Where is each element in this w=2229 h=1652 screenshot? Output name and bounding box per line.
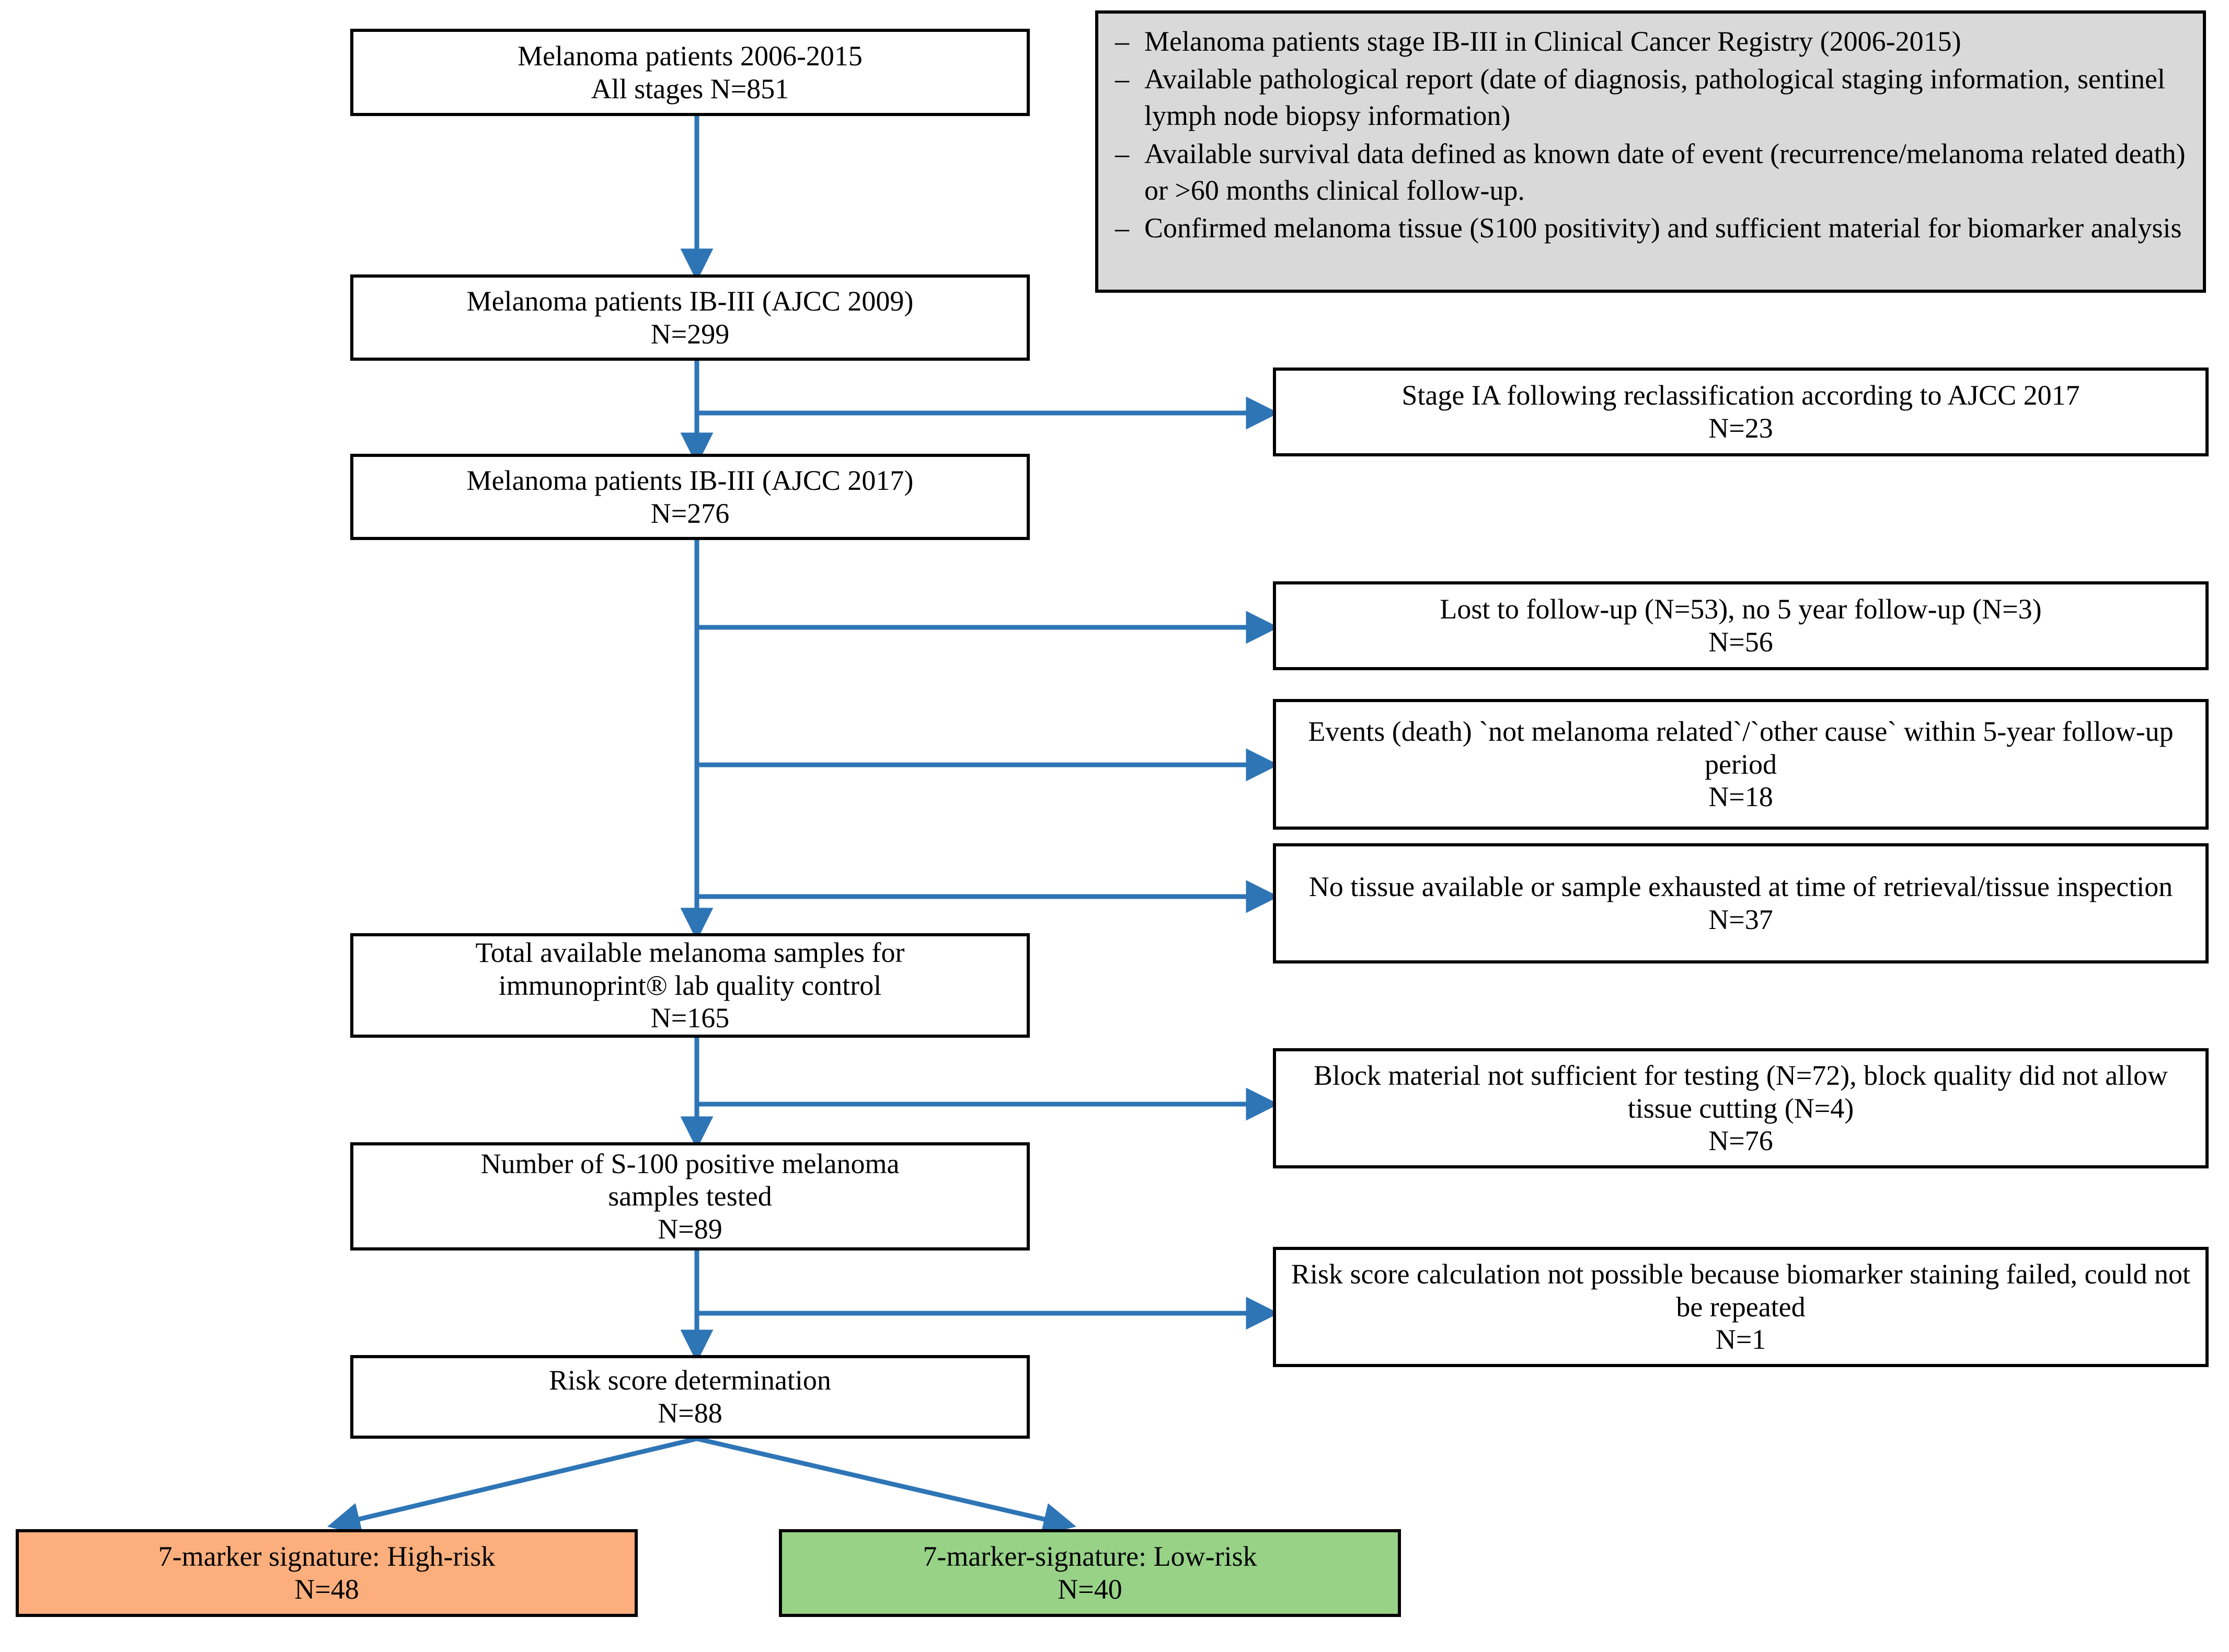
bullet-dash-icon: – bbox=[1115, 212, 1129, 244]
outcome-high-risk-line-2: N=48 bbox=[294, 1574, 359, 1605]
excl-lost-followup-line-2: N=56 bbox=[1708, 626, 1773, 658]
node-all-patients-line-1: Melanoma patients 2006-2015 bbox=[518, 40, 863, 72]
excl-block-material-line-1: Block material not sufficient for testin… bbox=[1313, 1060, 2168, 1124]
node-s100-tested[interactable]: Number of S-100 positive melanoma sample… bbox=[350, 1142, 1030, 1251]
inclusion-criteria-legend: – Melanoma patients stage IB-III in Clin… bbox=[1095, 10, 2206, 293]
excl-lost-followup-line-1: Lost to follow-up (N=53), no 5 year foll… bbox=[1440, 593, 2042, 625]
bullet-dash-icon: – bbox=[1115, 63, 1129, 95]
node-ajcc2017-line-2: N=276 bbox=[650, 497, 730, 529]
node-s100-tested-line-1: Number of S-100 positive melanoma bbox=[480, 1148, 900, 1179]
inclusion-criteria-item-1-text: Melanoma patients stage IB-III in Clinic… bbox=[1144, 26, 1961, 57]
inclusion-criteria-item-3-text: Available survival data defined as known… bbox=[1144, 137, 2186, 206]
excl-other-death-line-1: Events (death) `not melanoma related`/`o… bbox=[1308, 716, 2174, 780]
outcome-low-risk-line-2: N=40 bbox=[1058, 1574, 1122, 1605]
node-risk-score[interactable]: Risk score determination N=88 bbox=[350, 1355, 1030, 1439]
excl-stage-ia[interactable]: Stage IA following reclassification acco… bbox=[1273, 368, 2209, 456]
inclusion-criteria-list: – Melanoma patients stage IB-III in Clin… bbox=[1112, 23, 2189, 246]
node-all-patients-line-2: All stages N=851 bbox=[591, 73, 789, 105]
excl-no-tissue[interactable]: No tissue available or sample exhausted … bbox=[1273, 843, 2209, 963]
inclusion-criteria-item-1: – Melanoma patients stage IB-III in Clin… bbox=[1112, 23, 2189, 60]
excl-other-death[interactable]: Events (death) `not melanoma related`/`o… bbox=[1273, 699, 2209, 830]
inclusion-criteria-item-4: – Confirmed melanoma tissue (S100 positi… bbox=[1112, 210, 2189, 246]
excl-staining-failed[interactable]: Risk score calculation not possible beca… bbox=[1273, 1247, 2209, 1367]
excl-lost-followup[interactable]: Lost to follow-up (N=53), no 5 year foll… bbox=[1273, 581, 2209, 670]
outcome-high-risk[interactable]: 7-marker signature: High-risk N=48 bbox=[16, 1529, 638, 1617]
outcome-high-risk-line-1: 7-marker signature: High-risk bbox=[158, 1541, 496, 1573]
arrow-fork-low-risk bbox=[696, 1436, 1077, 1535]
node-ajcc2017-line-1: Melanoma patients IB-III (AJCC 2017) bbox=[466, 464, 914, 496]
excl-no-tissue-line-1: No tissue available or sample exhausted … bbox=[1308, 871, 2173, 903]
node-s100-tested-line-2: samples tested bbox=[608, 1180, 772, 1212]
node-ajcc2017[interactable]: Melanoma patients IB-III (AJCC 2017) N=2… bbox=[350, 454, 1030, 540]
excl-block-material-line-2: N=76 bbox=[1708, 1125, 1773, 1157]
outcome-low-risk-line-1: 7-marker-signature: Low-risk bbox=[923, 1541, 1257, 1573]
inclusion-criteria-item-3: – Available survival data defined as kno… bbox=[1112, 135, 2189, 209]
arrow-fork-high-risk bbox=[327, 1436, 698, 1535]
inclusion-criteria-item-4-text: Confirmed melanoma tissue (S100 positivi… bbox=[1144, 212, 2182, 244]
inclusion-criteria-item-2-text: Available pathological report (date of d… bbox=[1144, 63, 2165, 132]
node-available-samples-line-2: immunoprint® lab quality control bbox=[498, 969, 882, 1001]
excl-stage-ia-line-2: N=23 bbox=[1708, 412, 1773, 444]
node-s100-tested-line-3: N=89 bbox=[658, 1213, 722, 1245]
excl-stage-ia-line-1: Stage IA following reclassification acco… bbox=[1401, 380, 2080, 411]
node-risk-score-line-1: Risk score determination bbox=[549, 1364, 831, 1396]
bullet-dash-icon: – bbox=[1115, 137, 1129, 169]
node-available-samples[interactable]: Total available melanoma samples for imm… bbox=[350, 933, 1030, 1038]
outcome-low-risk[interactable]: 7-marker-signature: Low-risk N=40 bbox=[779, 1529, 1401, 1617]
node-ajcc2009-line-1: Melanoma patients IB-III (AJCC 2009) bbox=[466, 285, 914, 317]
inclusion-criteria-item-2: – Available pathological report (date of… bbox=[1112, 61, 2189, 134]
excl-staining-failed-line-2: N=1 bbox=[1715, 1324, 1766, 1356]
node-available-samples-line-3: N=165 bbox=[650, 1002, 730, 1034]
excl-no-tissue-line-2: N=37 bbox=[1708, 904, 1773, 935]
node-all-patients[interactable]: Melanoma patients 2006-2015 All stages N… bbox=[350, 29, 1030, 116]
node-ajcc2009[interactable]: Melanoma patients IB-III (AJCC 2009) N=2… bbox=[350, 274, 1030, 361]
excl-staining-failed-line-1: Risk score calculation not possible beca… bbox=[1291, 1258, 2191, 1323]
excl-other-death-line-2: N=18 bbox=[1708, 781, 1773, 813]
node-risk-score-line-2: N=88 bbox=[658, 1397, 722, 1429]
node-ajcc2009-line-2: N=299 bbox=[650, 318, 730, 350]
excl-block-material[interactable]: Block material not sufficient for testin… bbox=[1273, 1048, 2209, 1168]
node-available-samples-line-1: Total available melanoma samples for bbox=[475, 937, 905, 969]
bullet-dash-icon: – bbox=[1115, 26, 1129, 57]
